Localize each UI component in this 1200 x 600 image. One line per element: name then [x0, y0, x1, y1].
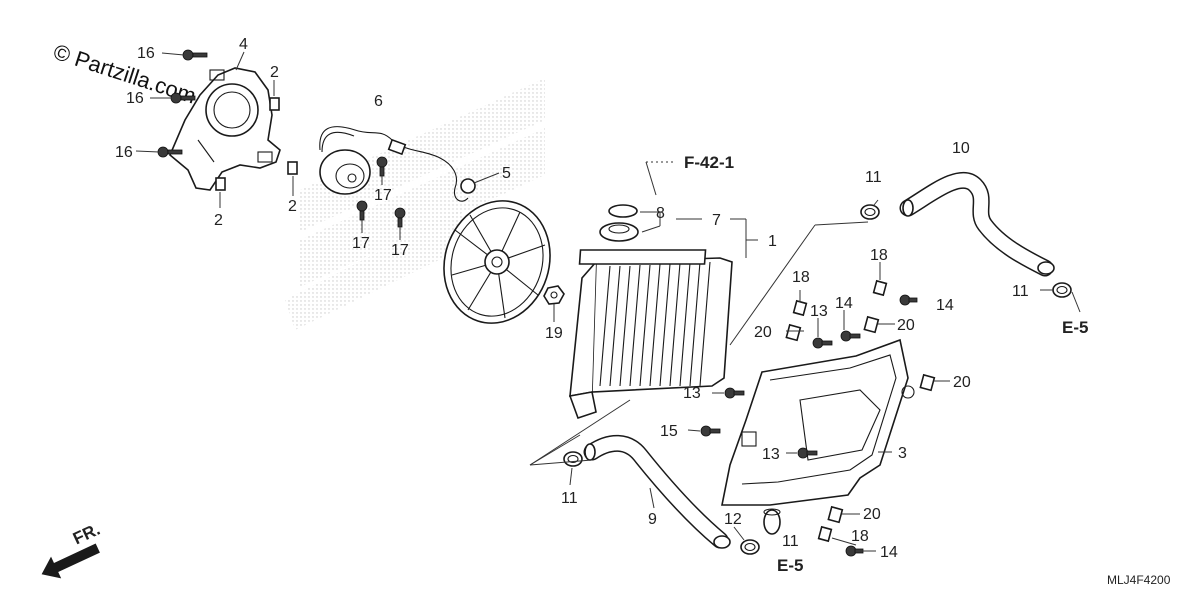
hose-clamp-11-right[interactable]: [1052, 282, 1072, 298]
clip-20-b[interactable]: [863, 315, 880, 334]
fan-nut-19[interactable]: [543, 285, 565, 305]
o-ring-8[interactable]: [608, 204, 638, 218]
bolt-icon: [182, 49, 194, 61]
leader-lines: [135, 51, 1081, 552]
callout-11: 11: [865, 169, 882, 186]
hose-clamp-11-bottom[interactable]: [740, 539, 760, 555]
callout-14: 14: [936, 297, 954, 314]
callout-17: 17: [374, 187, 392, 204]
callout-2: 2: [214, 212, 223, 229]
clip-18-lower[interactable]: [817, 525, 833, 543]
bolt-15[interactable]: [700, 425, 721, 437]
diagram-code: MLJ4F4200: [1107, 573, 1171, 587]
callout-19: 19: [545, 325, 563, 342]
callout-8: 8: [656, 205, 665, 222]
clip-2-top[interactable]: [269, 97, 280, 111]
bolt-icon: [157, 146, 169, 158]
reference-e5-top: E-5: [1062, 318, 1088, 337]
cooling-fan[interactable]: [428, 187, 565, 337]
background-logo-watermark: [285, 78, 545, 330]
upper-radiator-hose-10[interactable]: [899, 171, 1055, 277]
bolt-16-top[interactable]: [182, 49, 208, 61]
callout-2: 2: [270, 64, 279, 81]
radiator[interactable]: [568, 249, 733, 420]
fan-motor[interactable]: [319, 126, 476, 202]
bolt-17-left[interactable]: [356, 200, 368, 221]
clip-20-d[interactable]: [827, 505, 844, 524]
callout-4: 4: [239, 36, 248, 53]
hose-clamp-11-left[interactable]: [563, 451, 583, 467]
callout-20: 20: [897, 317, 915, 334]
callout-12: 12: [724, 511, 742, 528]
bolt-14-right[interactable]: [899, 294, 918, 306]
clamp-icon: [860, 204, 880, 220]
callout-16: 16: [126, 90, 144, 107]
callout-11: 11: [561, 490, 578, 507]
bolt-14-upper[interactable]: [840, 330, 861, 342]
reference-f42-1: F-42-1: [684, 153, 734, 172]
callout-16: 16: [115, 144, 133, 161]
clip-18-middle[interactable]: [792, 299, 808, 317]
callout-11: 11: [1012, 283, 1029, 300]
lower-radiator-hose-9[interactable]: [583, 434, 731, 549]
callout-20: 20: [863, 506, 881, 523]
callout-17: 17: [391, 242, 409, 259]
callout-18: 18: [851, 528, 869, 545]
fan-motor-stay-bracket[interactable]: [169, 67, 281, 191]
clip-18-upper[interactable]: [872, 279, 888, 297]
bolt-17-upper[interactable]: [376, 156, 388, 177]
radiator-shroud[interactable]: [721, 338, 915, 506]
callout-13: 13: [810, 303, 828, 320]
callout-14: 14: [880, 544, 898, 561]
callout-16: 16: [137, 45, 155, 62]
direction-label: FR.: [70, 520, 103, 549]
callout-14: 14: [835, 295, 853, 312]
clamp-icon: [1052, 282, 1072, 298]
callout-labels: 16 16 16 4 2 2 2 6 17 17 17 5 19 8 7 1 F…: [115, 36, 1088, 575]
callout-18: 18: [870, 247, 888, 264]
reference-e5-bottom: E-5: [777, 556, 803, 575]
callout-5: 5: [502, 165, 511, 182]
clip-20-c[interactable]: [919, 373, 936, 392]
clamp-icon: [740, 539, 760, 555]
clamp-icon: [563, 451, 583, 467]
bolt-icon: [170, 92, 182, 104]
callout-10: 10: [952, 140, 970, 157]
radiator-cap-7[interactable]: [599, 222, 639, 242]
callout-11: 11: [782, 533, 799, 550]
bolt-14-lower[interactable]: [845, 545, 864, 557]
clip-2-middle[interactable]: [287, 161, 298, 175]
bolt-13-upper[interactable]: [812, 337, 833, 349]
callout-15: 15: [660, 423, 678, 440]
direction-arrow-icon: FR.: [41, 520, 103, 579]
hose-clamp-11-upper[interactable]: [860, 204, 880, 220]
clip-2-left[interactable]: [215, 177, 226, 191]
bolt-13-lower[interactable]: [797, 447, 818, 459]
callout-18: 18: [792, 269, 810, 286]
bolt-13-middle[interactable]: [724, 387, 745, 399]
callout-6: 6: [374, 93, 383, 110]
callout-1: 1: [768, 233, 777, 250]
clip-20-a[interactable]: [785, 323, 802, 342]
callout-17: 17: [352, 235, 370, 252]
rubber-mount-12[interactable]: [763, 508, 781, 535]
callout-3: 3: [898, 445, 907, 462]
callout-2: 2: [288, 198, 297, 215]
callout-9: 9: [648, 511, 657, 528]
callout-13: 13: [762, 446, 780, 463]
callout-7: 7: [712, 212, 721, 229]
callout-20: 20: [754, 324, 772, 341]
callout-20: 20: [953, 374, 971, 391]
callout-13: 13: [683, 385, 701, 402]
bolt-17-right[interactable]: [394, 207, 406, 228]
